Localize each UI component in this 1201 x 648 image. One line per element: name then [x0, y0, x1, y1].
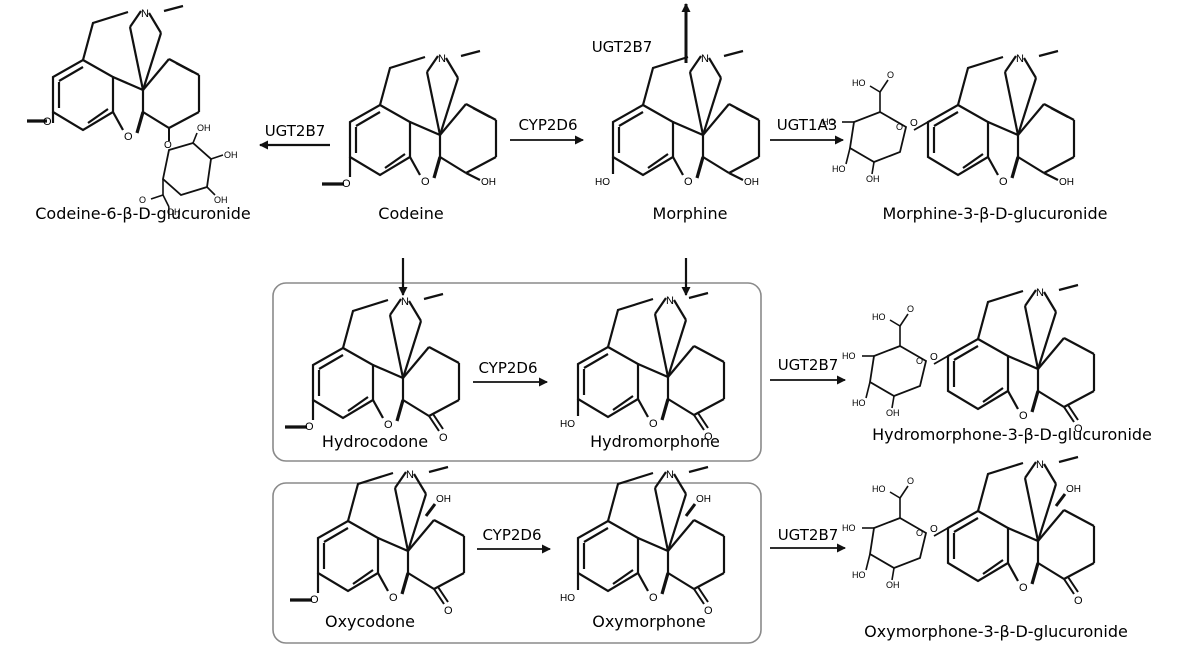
svg-text:O: O	[1019, 582, 1028, 594]
svg-text:HO: HO	[822, 117, 836, 127]
svg-text:O: O	[1074, 423, 1083, 435]
enzyme-label-oxycodone-demethylation: CYP2D6	[482, 526, 541, 544]
svg-text:HO: HO	[852, 398, 866, 408]
svg-text:O: O	[439, 432, 448, 444]
svg-text:OH: OH	[1059, 177, 1074, 188]
reduction-group-box	[272, 282, 762, 462]
structure-codeine: O O N OH	[322, 49, 498, 190]
svg-text:O: O	[305, 421, 314, 433]
svg-text:OH: OH	[167, 207, 181, 217]
svg-text:O: O	[310, 594, 319, 606]
svg-text:HO: HO	[852, 78, 866, 88]
svg-text:O: O	[896, 122, 903, 132]
svg-text:N: N	[401, 296, 409, 308]
svg-text:OH: OH	[886, 408, 900, 418]
svg-text:HO: HO	[832, 164, 846, 174]
svg-text:OH: OH	[886, 580, 900, 590]
svg-text:HO: HO	[595, 177, 610, 188]
svg-text:N: N	[1036, 287, 1044, 299]
svg-text:O: O	[43, 116, 52, 128]
label-morphine-glucuronide: Morphine-3-β-D-glucuronide	[883, 204, 1108, 223]
label-oxymorphone-glucuronide: Oxymorphone-3-β-D-glucuronide	[864, 622, 1128, 641]
svg-text:O: O	[907, 304, 914, 314]
svg-text:HO: HO	[872, 312, 886, 322]
svg-text:N: N	[666, 295, 674, 307]
svg-text:O: O	[1019, 410, 1028, 422]
svg-text:HO: HO	[842, 351, 856, 361]
svg-text:OH: OH	[1066, 484, 1081, 495]
svg-text:HO: HO	[852, 570, 866, 580]
svg-text:O: O	[389, 592, 398, 604]
svg-text:OH: OH	[224, 150, 238, 160]
svg-text:HO: HO	[872, 484, 886, 494]
svg-text:O: O	[164, 140, 172, 151]
svg-text:HO: HO	[842, 523, 856, 533]
label-oxymorphone: Oxymorphone	[592, 612, 706, 631]
label-morphine: Morphine	[653, 204, 728, 223]
structure-oxymorphone: HO O N OH O	[560, 465, 726, 617]
svg-text:N: N	[701, 53, 709, 65]
label-codeine-glucuronide: Codeine-6-β-D-glucuronide	[35, 204, 250, 223]
svg-text:O: O	[887, 70, 894, 80]
structure-morphine-glucuronide: O N OH O O HO O HO HO OH	[822, 49, 1076, 188]
svg-text:HO: HO	[560, 593, 575, 604]
structure-hydromorphone-glucuronide: O N O O O HO O HO HO OH	[842, 283, 1096, 435]
structure-oxymorphone-glucuronide: O N OH O O O HO O HO HO OH	[842, 455, 1096, 607]
svg-text:O: O	[684, 176, 693, 188]
svg-text:O: O	[444, 605, 453, 617]
svg-text:O: O	[916, 528, 923, 538]
svg-text:OH: OH	[197, 123, 211, 133]
svg-text:O: O	[384, 419, 393, 431]
svg-text:O: O	[910, 118, 918, 129]
svg-text:O: O	[342, 178, 351, 190]
svg-text:O: O	[999, 176, 1008, 188]
svg-text:N: N	[1016, 53, 1024, 65]
svg-text:O: O	[124, 131, 133, 143]
enzyme-label-codeine-glucuronidation: UGT2B7	[265, 122, 326, 140]
enzyme-label-oxymorphone-glucuronidation: UGT2B7	[778, 526, 839, 544]
structure-oxycodone: O O N OH O	[290, 465, 466, 617]
hydroxylation-group-box	[272, 482, 762, 644]
svg-text:O: O	[930, 524, 938, 535]
enzyme-label-hydrocodone-demethylation: CYP2D6	[478, 359, 537, 377]
structure-hydromorphone: HO O N O	[560, 291, 726, 443]
enzyme-label-morphine-up: UGT2B7	[592, 38, 653, 56]
svg-text:O: O	[930, 352, 938, 363]
svg-text:OH: OH	[866, 174, 880, 184]
svg-text:N: N	[406, 469, 414, 481]
svg-text:O: O	[1074, 595, 1083, 607]
label-hydromorphone-glucuronide: Hydromorphone-3-β-D-glucuronide	[872, 425, 1152, 444]
svg-text:OH: OH	[436, 494, 451, 505]
label-hydrocodone: Hydrocodone	[322, 432, 428, 451]
svg-text:O: O	[139, 195, 146, 205]
svg-text:O: O	[907, 476, 914, 486]
svg-text:O: O	[649, 418, 658, 430]
label-codeine: Codeine	[378, 204, 443, 223]
svg-text:OH: OH	[481, 177, 496, 188]
label-oxycodone: Oxycodone	[325, 612, 415, 631]
svg-text:OH: OH	[744, 177, 759, 188]
svg-text:OH: OH	[696, 494, 711, 505]
structure-hydrocodone: O O N O	[285, 292, 461, 444]
svg-text:N: N	[438, 53, 446, 65]
enzyme-label-hydromorphone-glucuronidation: UGT2B7	[778, 356, 839, 374]
svg-text:N: N	[1036, 459, 1044, 471]
structure-morphine: HO O N OH	[595, 49, 761, 188]
svg-text:O: O	[649, 592, 658, 604]
svg-text:N: N	[141, 8, 149, 20]
svg-text:N: N	[666, 469, 674, 481]
enzyme-label-morphine-glucuronidation: UGT1A3	[777, 116, 838, 134]
svg-text:O: O	[421, 176, 430, 188]
svg-text:O: O	[704, 431, 713, 443]
svg-text:O: O	[704, 605, 713, 617]
svg-text:HO: HO	[560, 419, 575, 430]
structure-codeine-glucuronide: O O N O OH OH OH O OH	[27, 4, 238, 217]
enzyme-label-codeine-demethylation: CYP2D6	[518, 116, 577, 134]
label-hydromorphone: Hydromorphone	[590, 432, 720, 451]
svg-text:OH: OH	[214, 195, 228, 205]
svg-text:O: O	[916, 356, 923, 366]
